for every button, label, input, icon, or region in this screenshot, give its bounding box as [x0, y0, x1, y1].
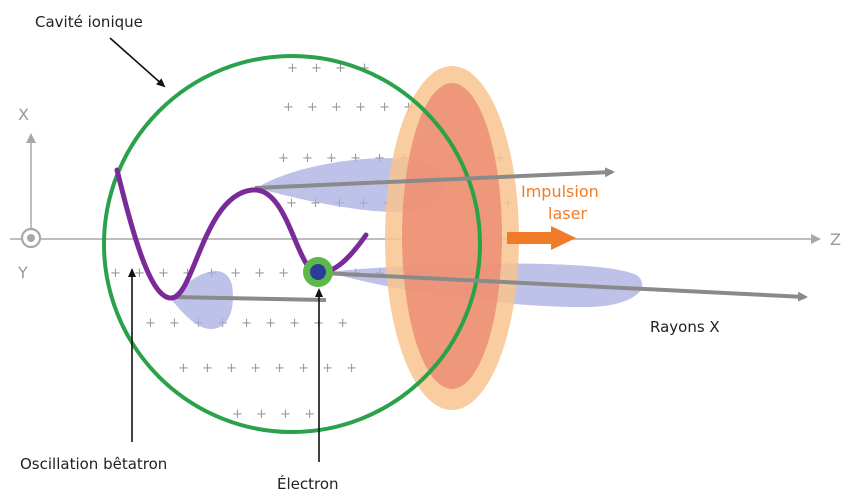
electron-core — [310, 264, 326, 280]
electron — [303, 257, 333, 287]
betatron-label: Oscillation bêtatron — [20, 455, 167, 473]
ion-cavity-label: Cavité ionique — [35, 13, 143, 31]
y-axis-origin-dot — [27, 234, 35, 242]
charge-row: + + + + + + + + + — [145, 316, 353, 331]
ion-cavity-pointer — [109, 37, 166, 88]
xray-arrow-upper — [254, 167, 615, 190]
laser-pulse — [385, 66, 519, 410]
x-rays-label: Rayons X — [650, 318, 720, 336]
laser-direction-arrow — [507, 226, 576, 250]
xray-arrow-short — [171, 295, 327, 302]
charge-row: + + + + + + + + — [178, 361, 362, 376]
ion-cavity — [102, 54, 482, 434]
electron-label: Électron — [277, 474, 339, 493]
charge-row: + + + + + + + — [283, 100, 443, 115]
laser-arrow-shaft — [507, 232, 553, 244]
laser-pulse-label-line2: laser — [548, 204, 587, 223]
xray-arrow-lower — [321, 271, 808, 302]
laser-pulse-inner — [402, 83, 502, 389]
z-axis-label: Z — [830, 230, 841, 249]
y-axis-label: Y — [17, 263, 28, 282]
charge-row: + + + + — [232, 407, 319, 422]
x-axis-label: X — [18, 105, 29, 124]
laser-arrow-head — [551, 226, 576, 250]
laser-pulse-label-line1: Impulsion — [521, 182, 599, 201]
xray-arrows — [171, 167, 808, 302]
